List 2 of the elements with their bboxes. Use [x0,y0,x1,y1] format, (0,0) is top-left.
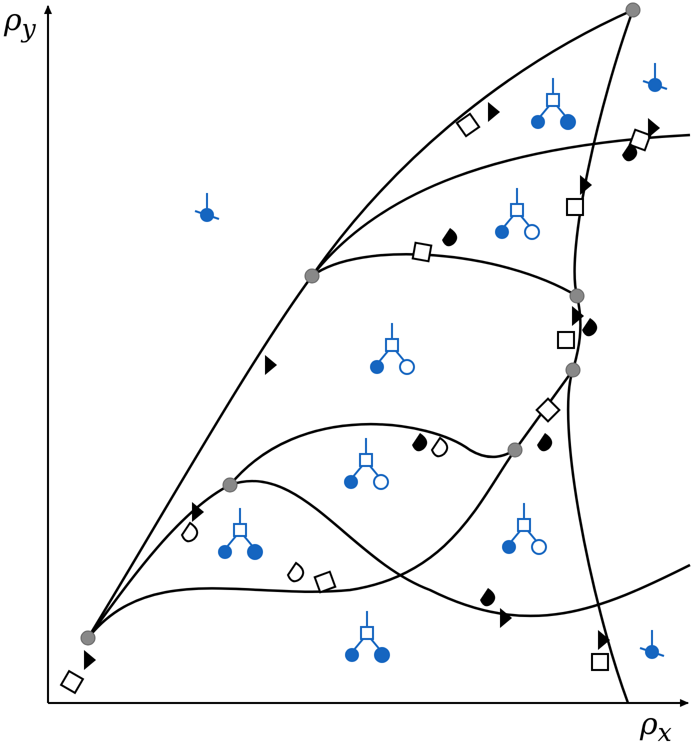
axis-label: ρ$_{y}$ [4,6,36,41]
axis-label: ρ$_{x}$ [640,710,672,745]
